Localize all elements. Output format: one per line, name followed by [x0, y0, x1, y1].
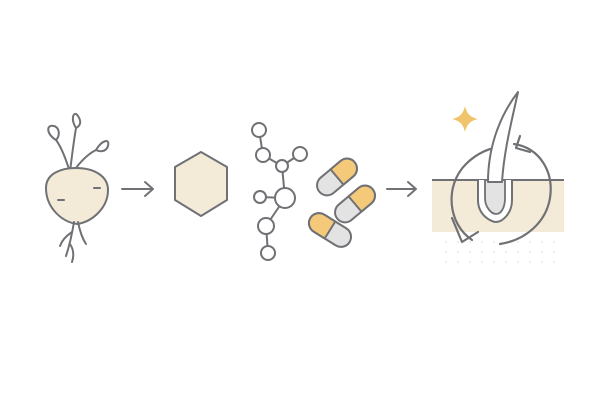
- dermis-dot: [493, 251, 495, 253]
- dermis-dot: [481, 241, 483, 243]
- dermis-dot: [553, 261, 555, 263]
- dermis-dot: [541, 251, 543, 253]
- dermis-dots: [432, 232, 564, 268]
- hair-follicle-growth-icon: [432, 91, 564, 268]
- dermis-dot: [457, 261, 459, 263]
- dermis-dot: [553, 251, 555, 253]
- dermis-dot: [457, 251, 459, 253]
- dermis-dot: [469, 241, 471, 243]
- arrow-right-icon: [121, 181, 154, 197]
- dermis-dot: [445, 261, 447, 263]
- dermis-dot: [469, 251, 471, 253]
- hexagon-extract-icon: [174, 151, 228, 217]
- dermis-dot: [481, 261, 483, 263]
- dermis-dot: [517, 241, 519, 243]
- dermis-dot: [529, 261, 531, 263]
- molecule-icon: [251, 122, 308, 261]
- sparkle-icon: [452, 106, 478, 132]
- dermis-dot: [493, 241, 495, 243]
- maca-root-icon: [45, 112, 110, 263]
- dermis-dot: [529, 251, 531, 253]
- capsules-icon: [307, 157, 376, 248]
- dermis-dot: [517, 251, 519, 253]
- dermis-dot: [553, 241, 555, 243]
- dermis-dot: [493, 261, 495, 263]
- dermis-dot: [457, 241, 459, 243]
- dermis-dot: [445, 241, 447, 243]
- dermis-dot: [505, 251, 507, 253]
- dermis-dot: [541, 261, 543, 263]
- dermis-dot: [517, 261, 519, 263]
- dermis-dot: [529, 241, 531, 243]
- dermis-dot: [505, 261, 507, 263]
- dermis-dot: [541, 241, 543, 243]
- dermis-dot: [445, 251, 447, 253]
- dermis-dot: [469, 261, 471, 263]
- arrow-right-icon: [386, 181, 417, 197]
- dermis-dot: [481, 251, 483, 253]
